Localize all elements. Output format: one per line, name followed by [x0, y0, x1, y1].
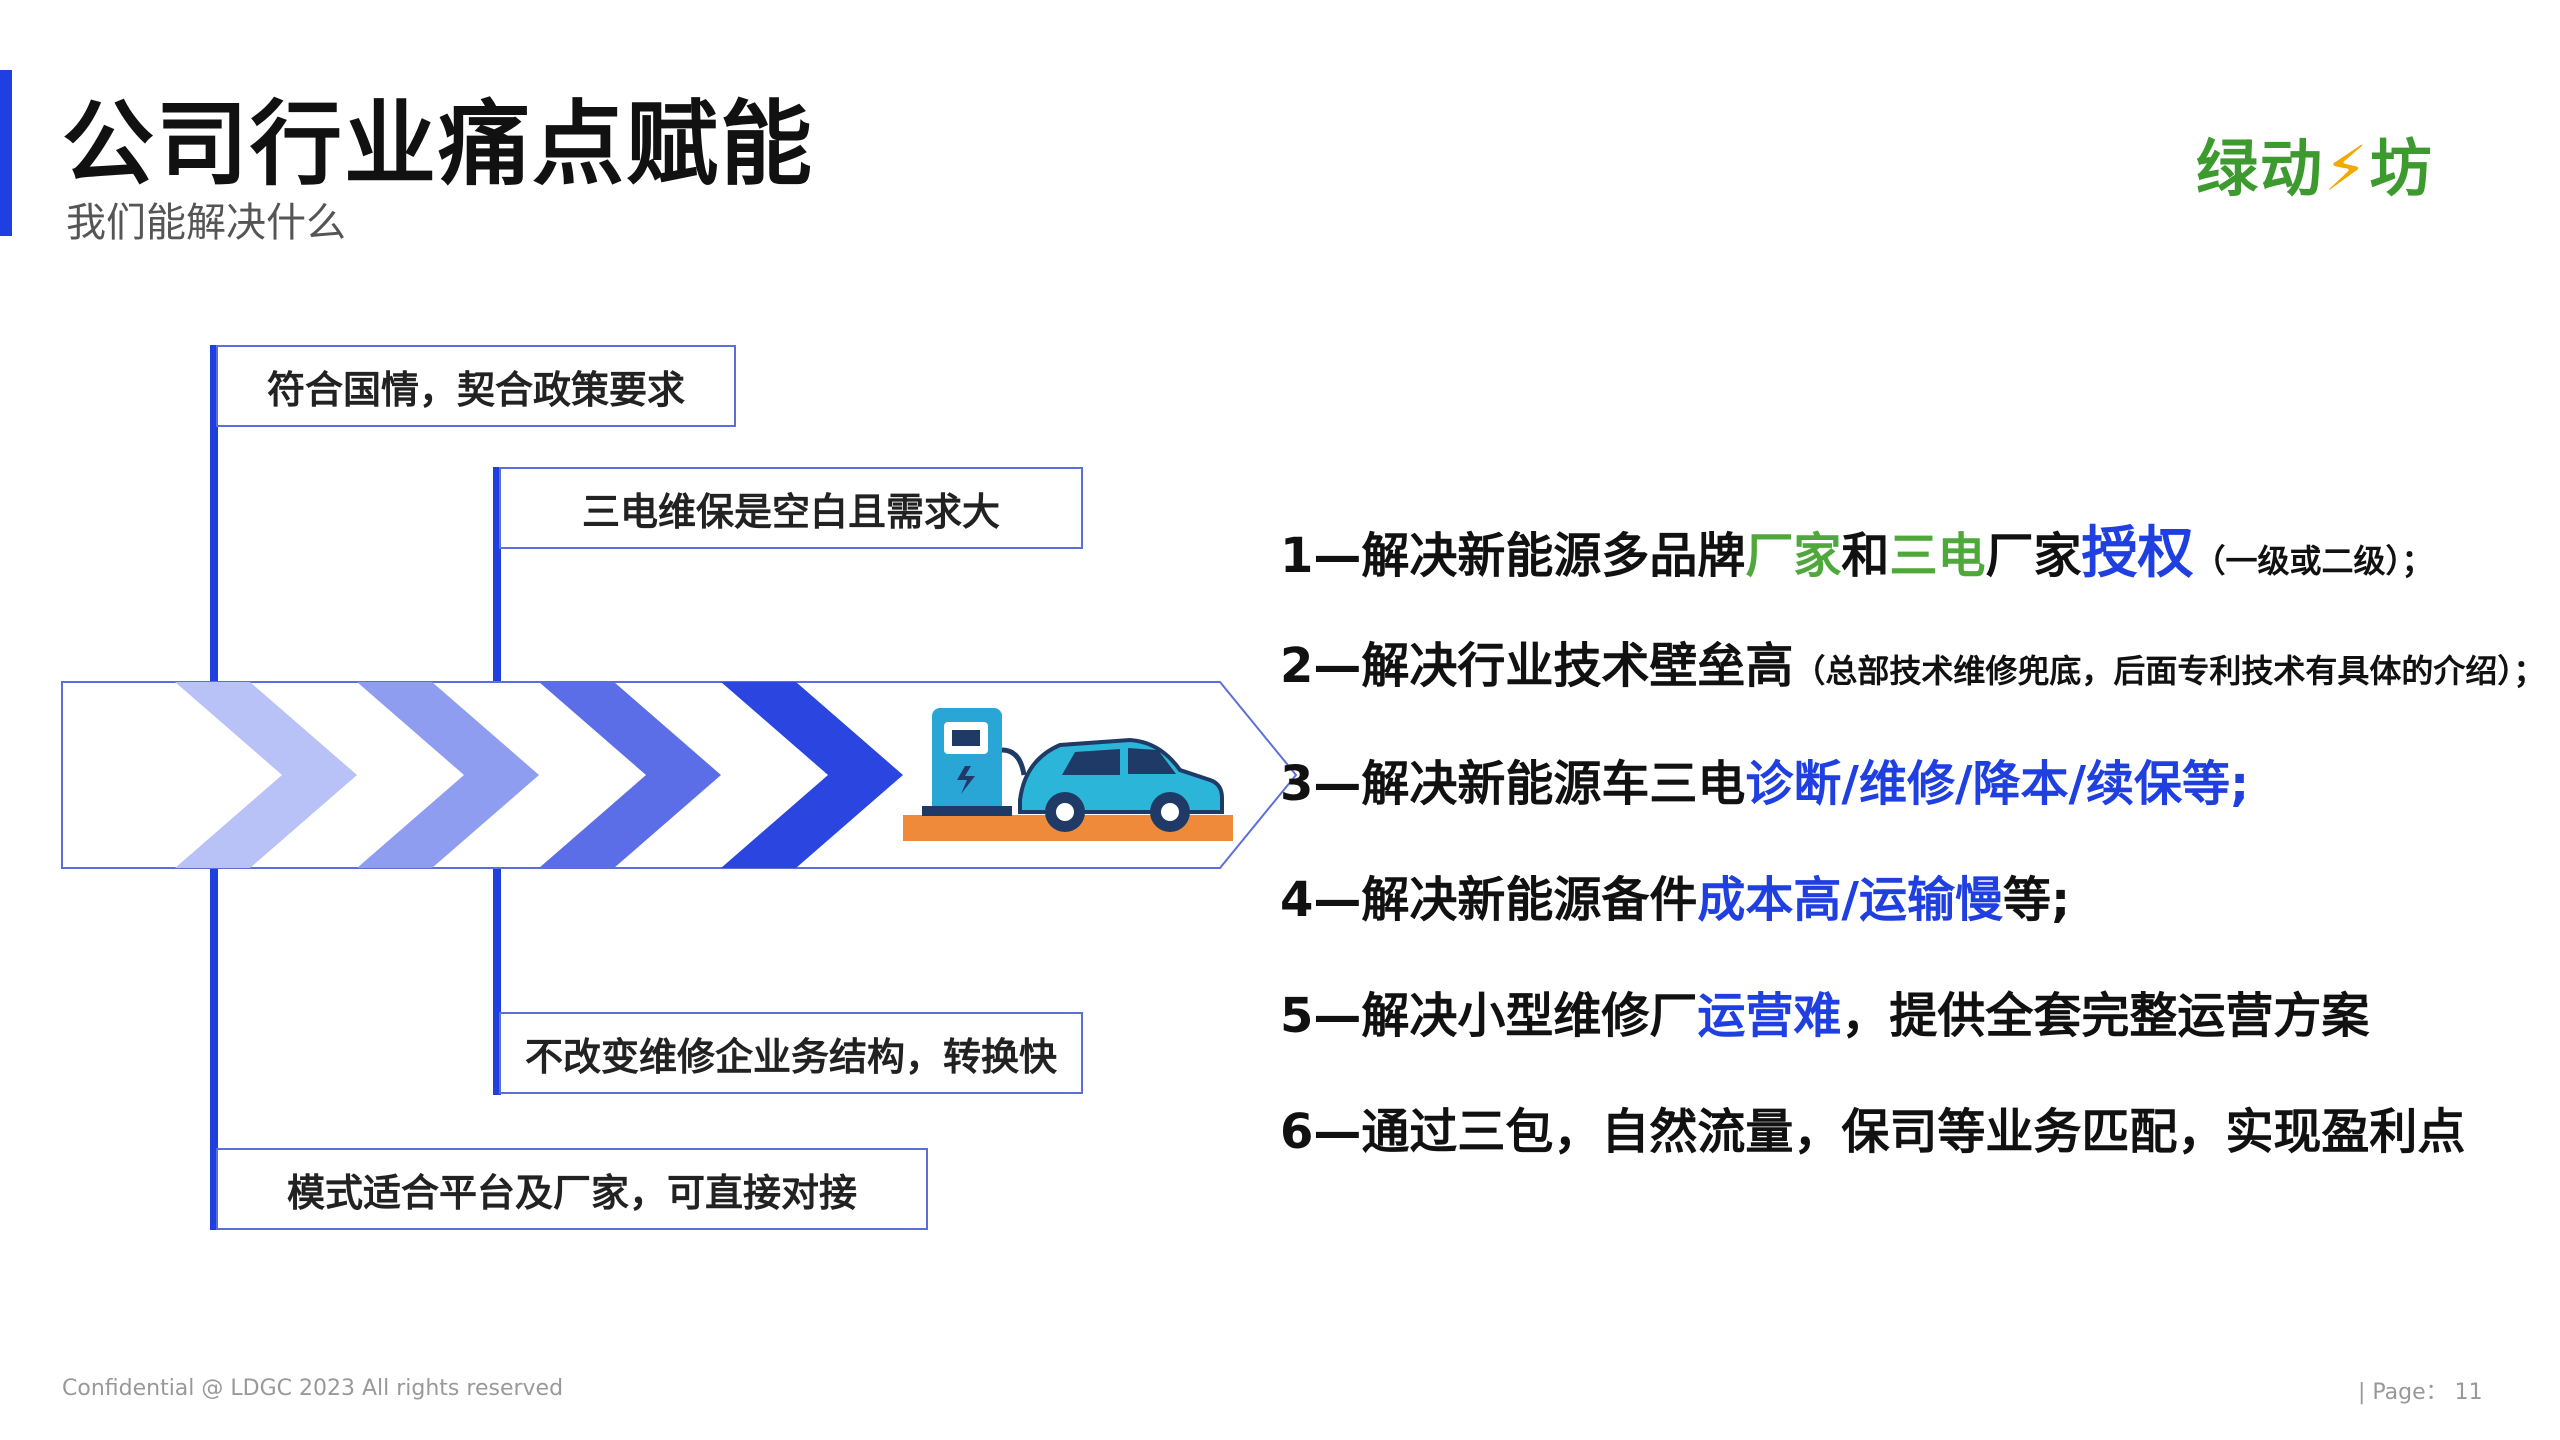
list-item: 5—解决小型维修厂运营难，提供全套完整运营方案	[1280, 988, 2370, 1044]
inner-vertical-line-bottom	[493, 865, 501, 1095]
list-item: 2—解决行业技术壁垒高（总部技术维修兜底，后面专利技术有具体的介绍）；	[1280, 638, 2546, 694]
company-logo: 绿动⚡坊	[2196, 118, 2434, 208]
list-item: 1—解决新能源多品牌厂家和三电厂家授权（一级或二级）；	[1280, 521, 2434, 586]
benefit-box-policy: 符合国情，契合政策要求	[216, 345, 736, 427]
chevron-4	[721, 682, 903, 868]
list-item: 4—解决新能源备件成本高/运输慢等;	[1280, 872, 2071, 928]
benefit-box-fast-switch: 不改变维修企业务结构，转换快	[499, 1012, 1083, 1094]
logo-text-2: 坊	[2369, 132, 2434, 205]
chevron-3	[539, 682, 721, 868]
ev-charging-car-icon	[903, 708, 1233, 841]
page-subtitle: 我们能解决什么	[66, 200, 346, 246]
benefit-box-demand: 三电维保是空白且需求大	[499, 467, 1083, 549]
footer-page-number: | Page： 11	[2358, 1380, 2483, 1405]
chevron-arrow-banner	[61, 681, 1298, 869]
chevron-1	[175, 682, 357, 868]
logo-text-1: 绿动	[2196, 132, 2325, 205]
inner-vertical-line-top	[493, 467, 501, 685]
bolt-icon: ⚡	[2324, 132, 2370, 205]
list-item: 6—通过三包，自然流量，保司等业务匹配，实现盈利点	[1280, 1104, 2466, 1160]
benefit-box-platform: 模式适合平台及厂家，可直接对接	[216, 1148, 928, 1230]
chevron-2	[357, 682, 539, 868]
page-title: 公司行业痛点赋能	[62, 91, 815, 198]
list-item: 3—解决新能源车三电诊断/维修/降本/续保等;	[1280, 756, 2250, 812]
title-accent-bar	[0, 70, 12, 236]
footer-copyright: Confidential @ LDGC 2023 All rights rese…	[62, 1376, 564, 1401]
